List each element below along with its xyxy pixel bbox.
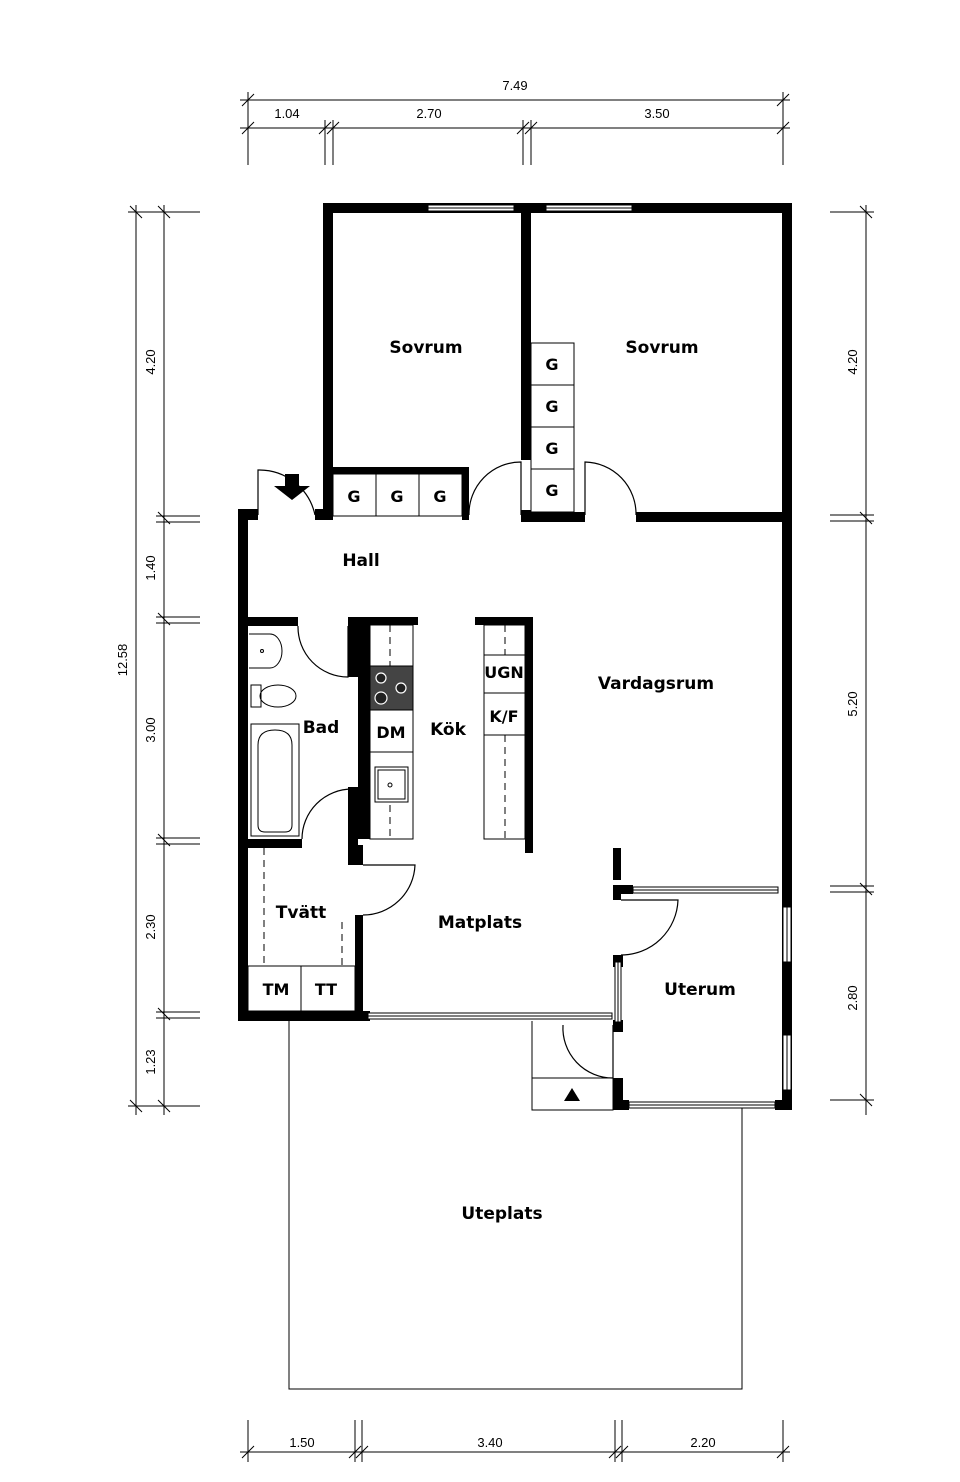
dim-right-seg-3: 2.80	[845, 985, 860, 1010]
room-label-sovrum-2: Sovrum	[625, 338, 698, 358]
dryer-label: TT	[315, 980, 337, 999]
wardrobe-label: G	[390, 487, 403, 506]
dim-left-seg-2: 1.40	[143, 555, 158, 580]
room-label-uterum: Uterum	[664, 980, 736, 1000]
bathroom-fixtures	[249, 633, 300, 837]
wardrobe-label: G	[545, 481, 558, 500]
wardrobe-label: G	[347, 487, 360, 506]
uterum-door	[620, 899, 679, 956]
toilet-icon	[250, 684, 297, 708]
dim-right-seg-1: 4.20	[845, 349, 860, 374]
dim-left-seg-1: 4.20	[143, 349, 158, 374]
room-label-hall: Hall	[342, 551, 379, 571]
wardrobe-label: G	[545, 397, 558, 416]
laundry-fixtures: TM TT	[247, 848, 356, 1012]
dim-left-total: 12.58	[115, 644, 130, 677]
bottom-dimensions: 1.50 3.40 2.20	[240, 1420, 790, 1462]
top-dimensions: 7.49 1.04 2.70 3.50	[240, 78, 790, 165]
dim-left-seg-4: 2.30	[143, 914, 158, 939]
patio-door	[562, 1024, 614, 1079]
wardrobe-label: G	[545, 439, 558, 458]
room-labels: Sovrum Sovrum Hall Vardagsrum Bad Kök Tv…	[276, 338, 736, 1224]
wardrobe-label: G	[545, 355, 558, 374]
bath-door-lower	[301, 788, 353, 840]
room-label-matplats: Matplats	[438, 913, 522, 933]
oven-label: UGN	[484, 663, 524, 682]
dishwasher-label: DM	[376, 723, 405, 742]
fridge-label: K/F	[489, 707, 518, 726]
wardrobes-bedroom: G G G G	[530, 342, 575, 513]
windows	[367, 204, 792, 1109]
walls	[238, 203, 792, 1110]
kitchen-counter-right: UGN K/F	[483, 624, 526, 840]
dim-top-seg-2: 2.70	[416, 106, 441, 121]
dim-left-seg-5: 1.23	[143, 1049, 158, 1074]
dim-left-seg-3: 3.00	[143, 717, 158, 742]
room-label-kok: Kök	[430, 720, 467, 740]
laundry-door	[362, 864, 416, 916]
bath-door-upper	[297, 625, 349, 678]
dim-right-seg-2: 5.20	[845, 691, 860, 716]
patio-entry-arrow-icon	[564, 1088, 580, 1101]
uteplats-outline	[288, 1020, 743, 1390]
room-label-sovrum-1: Sovrum	[389, 338, 462, 358]
left-dimensions: 12.58 4.20 1.40 3.00 2.30 1.23	[115, 205, 200, 1115]
entrance-arrow-icon	[274, 474, 310, 500]
room-label-bad: Bad	[303, 718, 340, 738]
bathtub-icon	[250, 723, 300, 837]
doors	[257, 461, 679, 1111]
sink-icon	[374, 766, 409, 803]
dim-bottom-seg-3: 2.20	[690, 1435, 715, 1450]
kitchen-counter-left: DM	[369, 624, 414, 840]
room-label-vardagsrum: Vardagsrum	[598, 674, 714, 694]
wardrobe-label: G	[433, 487, 446, 506]
bedroom-2-door	[584, 461, 637, 516]
washer-label: TM	[263, 980, 290, 999]
room-label-tvatt: Tvätt	[276, 903, 326, 923]
room-label-uteplats: Uteplats	[461, 1204, 542, 1224]
washbasin-icon	[249, 633, 283, 669]
dim-bottom-seg-1: 1.50	[289, 1435, 314, 1450]
dim-top-seg-1: 1.04	[274, 106, 299, 121]
dim-bottom-seg-2: 3.40	[477, 1435, 502, 1450]
bedroom-1-door	[468, 461, 522, 516]
wardrobes-hall: G G G	[332, 473, 463, 517]
dim-top-seg-3: 3.50	[644, 106, 669, 121]
dim-top-total: 7.49	[502, 78, 527, 93]
right-dimensions: 4.20 5.20 2.80	[830, 205, 874, 1115]
